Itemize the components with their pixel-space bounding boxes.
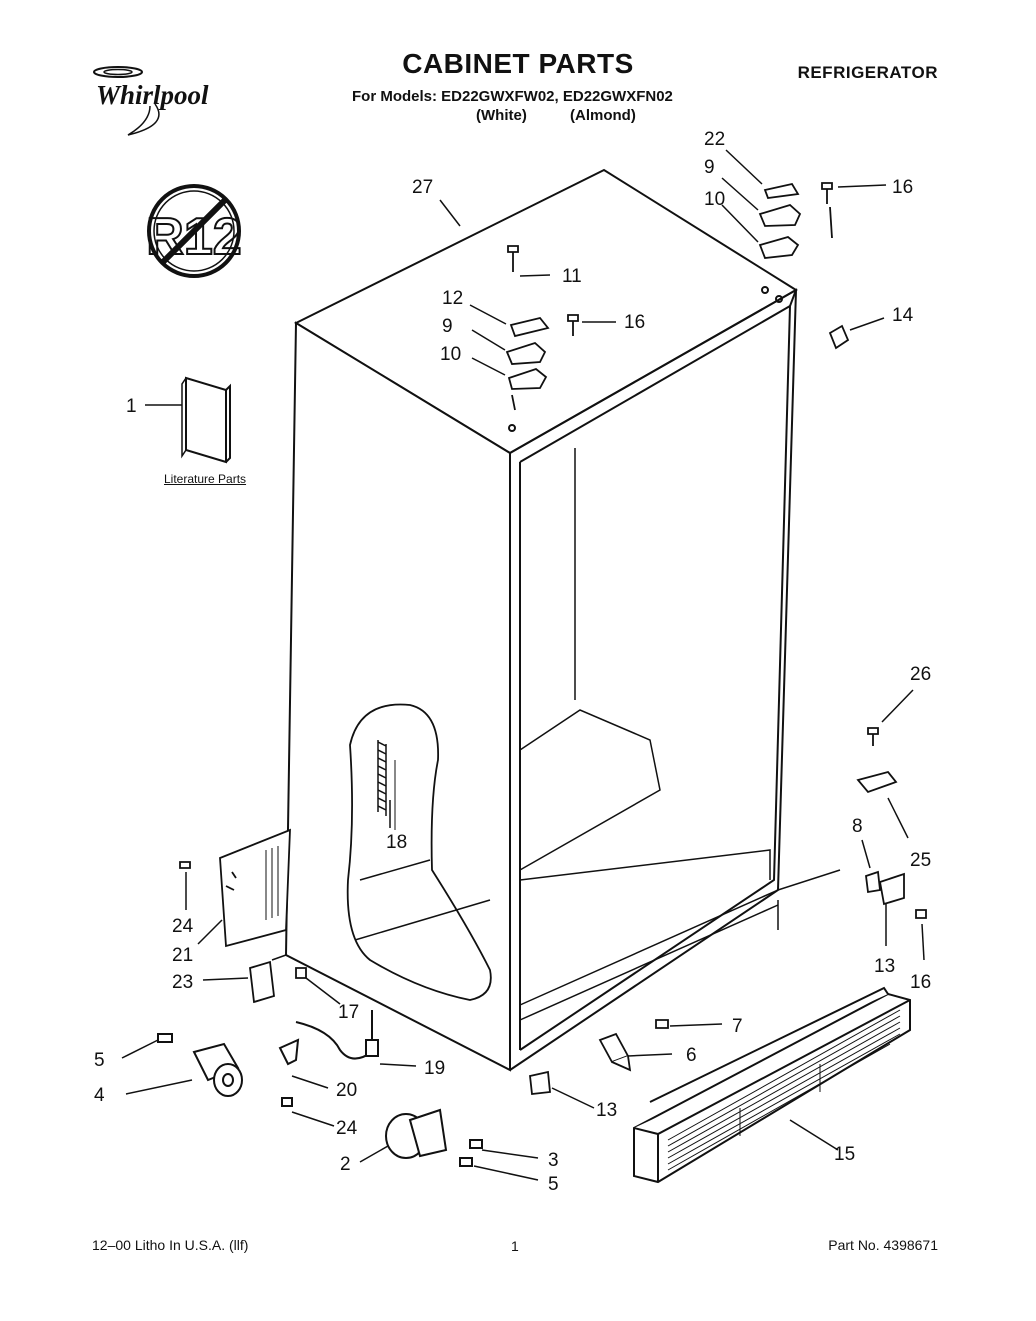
callout-numbers: 27 11 12 9 10 16 22 9 10 16 14 1 26 25 8… [94,129,931,1195]
literature-parts-label: Literature Parts [164,472,247,486]
cabinet-shell [271,168,841,1072]
bracket-6-7-13 [529,1019,669,1095]
callout-17: 17 [338,1002,359,1023]
lower-hinge-right [856,727,927,919]
callout-13-front: 13 [596,1100,617,1121]
callout-19: 19 [424,1058,445,1079]
color-almond: (Almond) [570,107,636,124]
callout-16-top-right: 16 [892,177,913,198]
callout-16-lower-right: 16 [910,972,931,993]
callout-9-left: 9 [442,316,453,337]
category-label: REFRIGERATOR [797,63,938,82]
clip-part-14 [828,324,850,350]
whirlpool-logo: Whirlpool [93,66,209,136]
callout-22: 22 [704,129,725,150]
roller-front [385,1108,483,1167]
models-line: For Models: ED22GWXFW02, ED22GWXFN02 [352,88,673,105]
callout-4: 4 [94,1085,105,1106]
part-number: Part No. 4398671 [828,1237,938,1253]
callout-1: 1 [126,396,137,417]
color-white: (White) [476,107,527,124]
brand-logo-text: Whirlpool [96,80,209,110]
r12-badge-text: R12 [146,208,241,266]
callout-25: 25 [910,850,931,871]
top-hinge-left [505,245,579,411]
callout-5-front: 5 [548,1174,559,1195]
callout-9-right: 9 [704,157,715,178]
callout-7: 7 [732,1016,743,1037]
roller-left [157,1033,243,1097]
toe-grille [633,986,911,1184]
page-title: CABINET PARTS [402,48,634,79]
callout-2: 2 [340,1154,351,1175]
callout-5-left: 5 [94,1050,105,1071]
callout-15: 15 [834,1144,855,1165]
callout-18: 18 [386,832,407,853]
callout-27: 27 [412,177,433,198]
control-box [179,828,291,948]
page-number: 1 [511,1238,519,1254]
literature-booklet [181,376,231,464]
mount-bracket-23 [249,960,307,1004]
callout-11: 11 [562,266,582,287]
callout-21: 21 [172,945,193,966]
callout-12: 12 [442,288,463,309]
callout-8: 8 [852,816,863,837]
top-hinge-right [758,182,833,259]
callout-16-top-left: 16 [624,312,645,333]
leader-lines [121,149,925,1181]
callout-23: 23 [172,972,193,993]
callout-13-right: 13 [874,956,895,977]
footer-litho: 12–00 Litho In U.S.A. (llf) [92,1237,249,1253]
callout-10-right: 10 [704,189,725,210]
callout-24-lower: 24 [336,1118,358,1139]
callout-24-upper: 24 [172,916,194,937]
drain-coil [377,740,387,816]
callout-3: 3 [548,1150,559,1171]
callout-26: 26 [910,664,931,685]
callout-10-left: 10 [440,344,461,365]
callout-6: 6 [686,1045,697,1066]
callout-20: 20 [336,1080,357,1101]
water-tube [278,1010,379,1107]
no-r12-badge: R12 [145,184,243,278]
callout-14: 14 [892,305,914,326]
